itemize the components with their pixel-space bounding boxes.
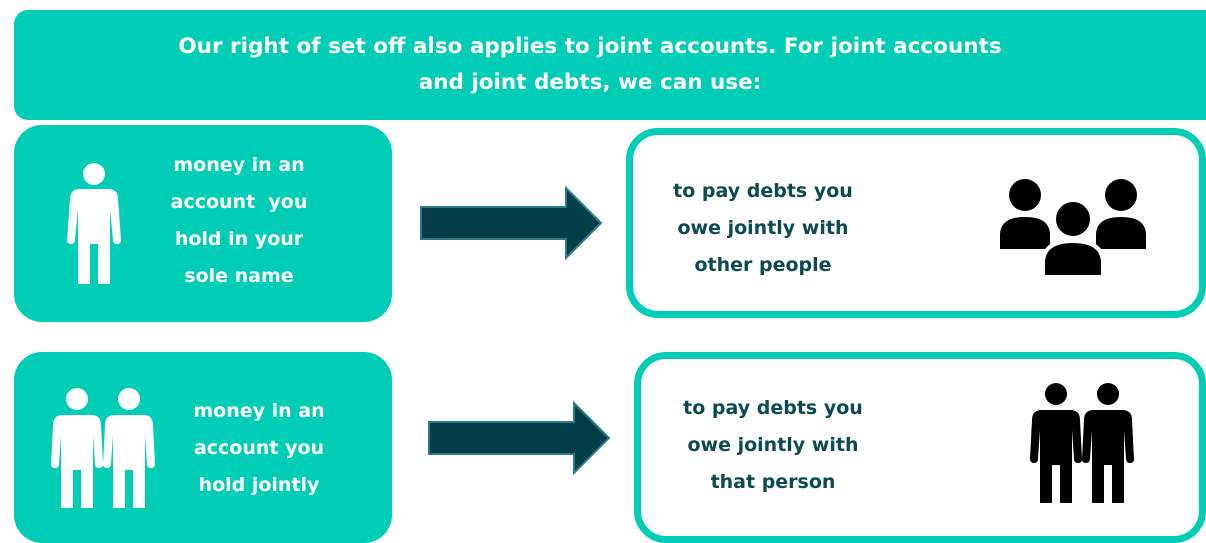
- header-line-1: Our right of set off also applies to joi…: [178, 34, 1002, 59]
- source-box-sole-account: money in an account you hold in your sol…: [14, 125, 392, 322]
- target-text-other-people: to pay debts you owe jointly with other …: [673, 180, 853, 276]
- target-box-that-person: to pay debts you owe jointly with that p…: [634, 352, 1206, 543]
- target-box-other-people: to pay debts you owe jointly with other …: [626, 128, 1206, 318]
- header-banner: Our right of set off also applies to joi…: [14, 10, 1206, 120]
- two-people-icon: [51, 388, 155, 508]
- source-box-joint-account: money in an account you hold jointly: [14, 352, 392, 543]
- right-arrow-icon: [420, 185, 603, 261]
- header-text: Our right of set off also applies to joi…: [65, 29, 1115, 101]
- single-person-icon: [67, 163, 121, 284]
- source-text-joint-account: money in an account you hold jointly: [193, 400, 325, 496]
- group-people-icon: [1000, 179, 1146, 275]
- right-arrow-icon: [428, 400, 611, 476]
- target-text-that-person: to pay debts you owe jointly with that p…: [683, 397, 863, 493]
- header-line-2: and joint debts, we can use:: [418, 70, 762, 95]
- source-text-sole-account: money in an account you hold in your sol…: [170, 154, 308, 287]
- two-people-icon: [1030, 383, 1134, 503]
